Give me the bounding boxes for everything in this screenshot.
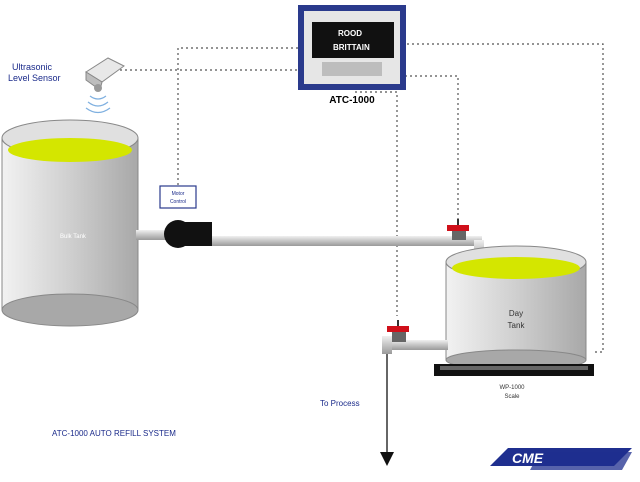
controller-to-valve1-wire	[390, 75, 459, 226]
motor-control-label-line1: Motor	[172, 191, 185, 197]
controller-to-valve2-wire	[355, 91, 398, 316]
bulk-tank-bottom	[1, 293, 139, 327]
bulk-outlet-pipe	[136, 230, 166, 240]
controller-display-line1: ROOD	[338, 29, 362, 38]
system-caption: ATC-1000 AUTO REFILL SYSTEM	[52, 429, 176, 438]
day-tank-liquid	[452, 257, 580, 279]
sensor-label-line1: Ultrasonic	[12, 62, 53, 72]
controller-display-line2: BRITTAIN	[333, 43, 370, 52]
ultrasonic-sensor: Ultrasonic Level Sensor	[8, 57, 125, 114]
fill-valve	[447, 219, 469, 240]
process-arrow-head	[380, 452, 394, 466]
wp-scale: WP-1000 Scale	[434, 364, 594, 400]
controller-display	[312, 22, 394, 58]
cme-logo: CME	[490, 448, 632, 470]
day-tank-label-line1: Day	[509, 309, 523, 318]
bulk-tank-label: Bulk Tank	[60, 234, 87, 240]
outlet-horizontal-pipe	[382, 340, 448, 350]
scale-label-line2: Scale	[504, 394, 520, 400]
outlet-pipe-elbow	[382, 336, 392, 354]
controller-to-motor-wire	[177, 47, 298, 186]
scale-label-line1: WP-1000	[499, 385, 525, 391]
outlet-pipe	[382, 336, 448, 354]
bulk-tank: Bulk Tank	[1, 119, 139, 327]
outlet-valve	[387, 320, 409, 342]
day-tank: Day Tank	[445, 245, 587, 371]
sensor-icon	[85, 57, 125, 114]
pump-icon	[164, 220, 212, 248]
logo-text: CME	[512, 450, 544, 466]
scale-to-controller-wire	[406, 43, 604, 353]
motor-control-label-line2: Control	[170, 199, 186, 205]
bulk-tank-liquid	[8, 138, 132, 162]
day-tank-label-line2: Tank	[508, 321, 526, 330]
main-pipe	[210, 236, 482, 246]
controller-label: ATC-1000	[329, 95, 375, 106]
to-process-label: To Process	[320, 399, 360, 408]
atc-controller: ROOD BRITTAIN ATC-1000	[298, 5, 406, 106]
sensor-label-line2: Level Sensor	[8, 73, 61, 83]
to-process-flow: To Process	[320, 354, 394, 466]
bulk-tank-body	[1, 137, 139, 311]
motor-control-box: Motor Control	[159, 185, 197, 209]
controller-keypad	[322, 62, 382, 76]
